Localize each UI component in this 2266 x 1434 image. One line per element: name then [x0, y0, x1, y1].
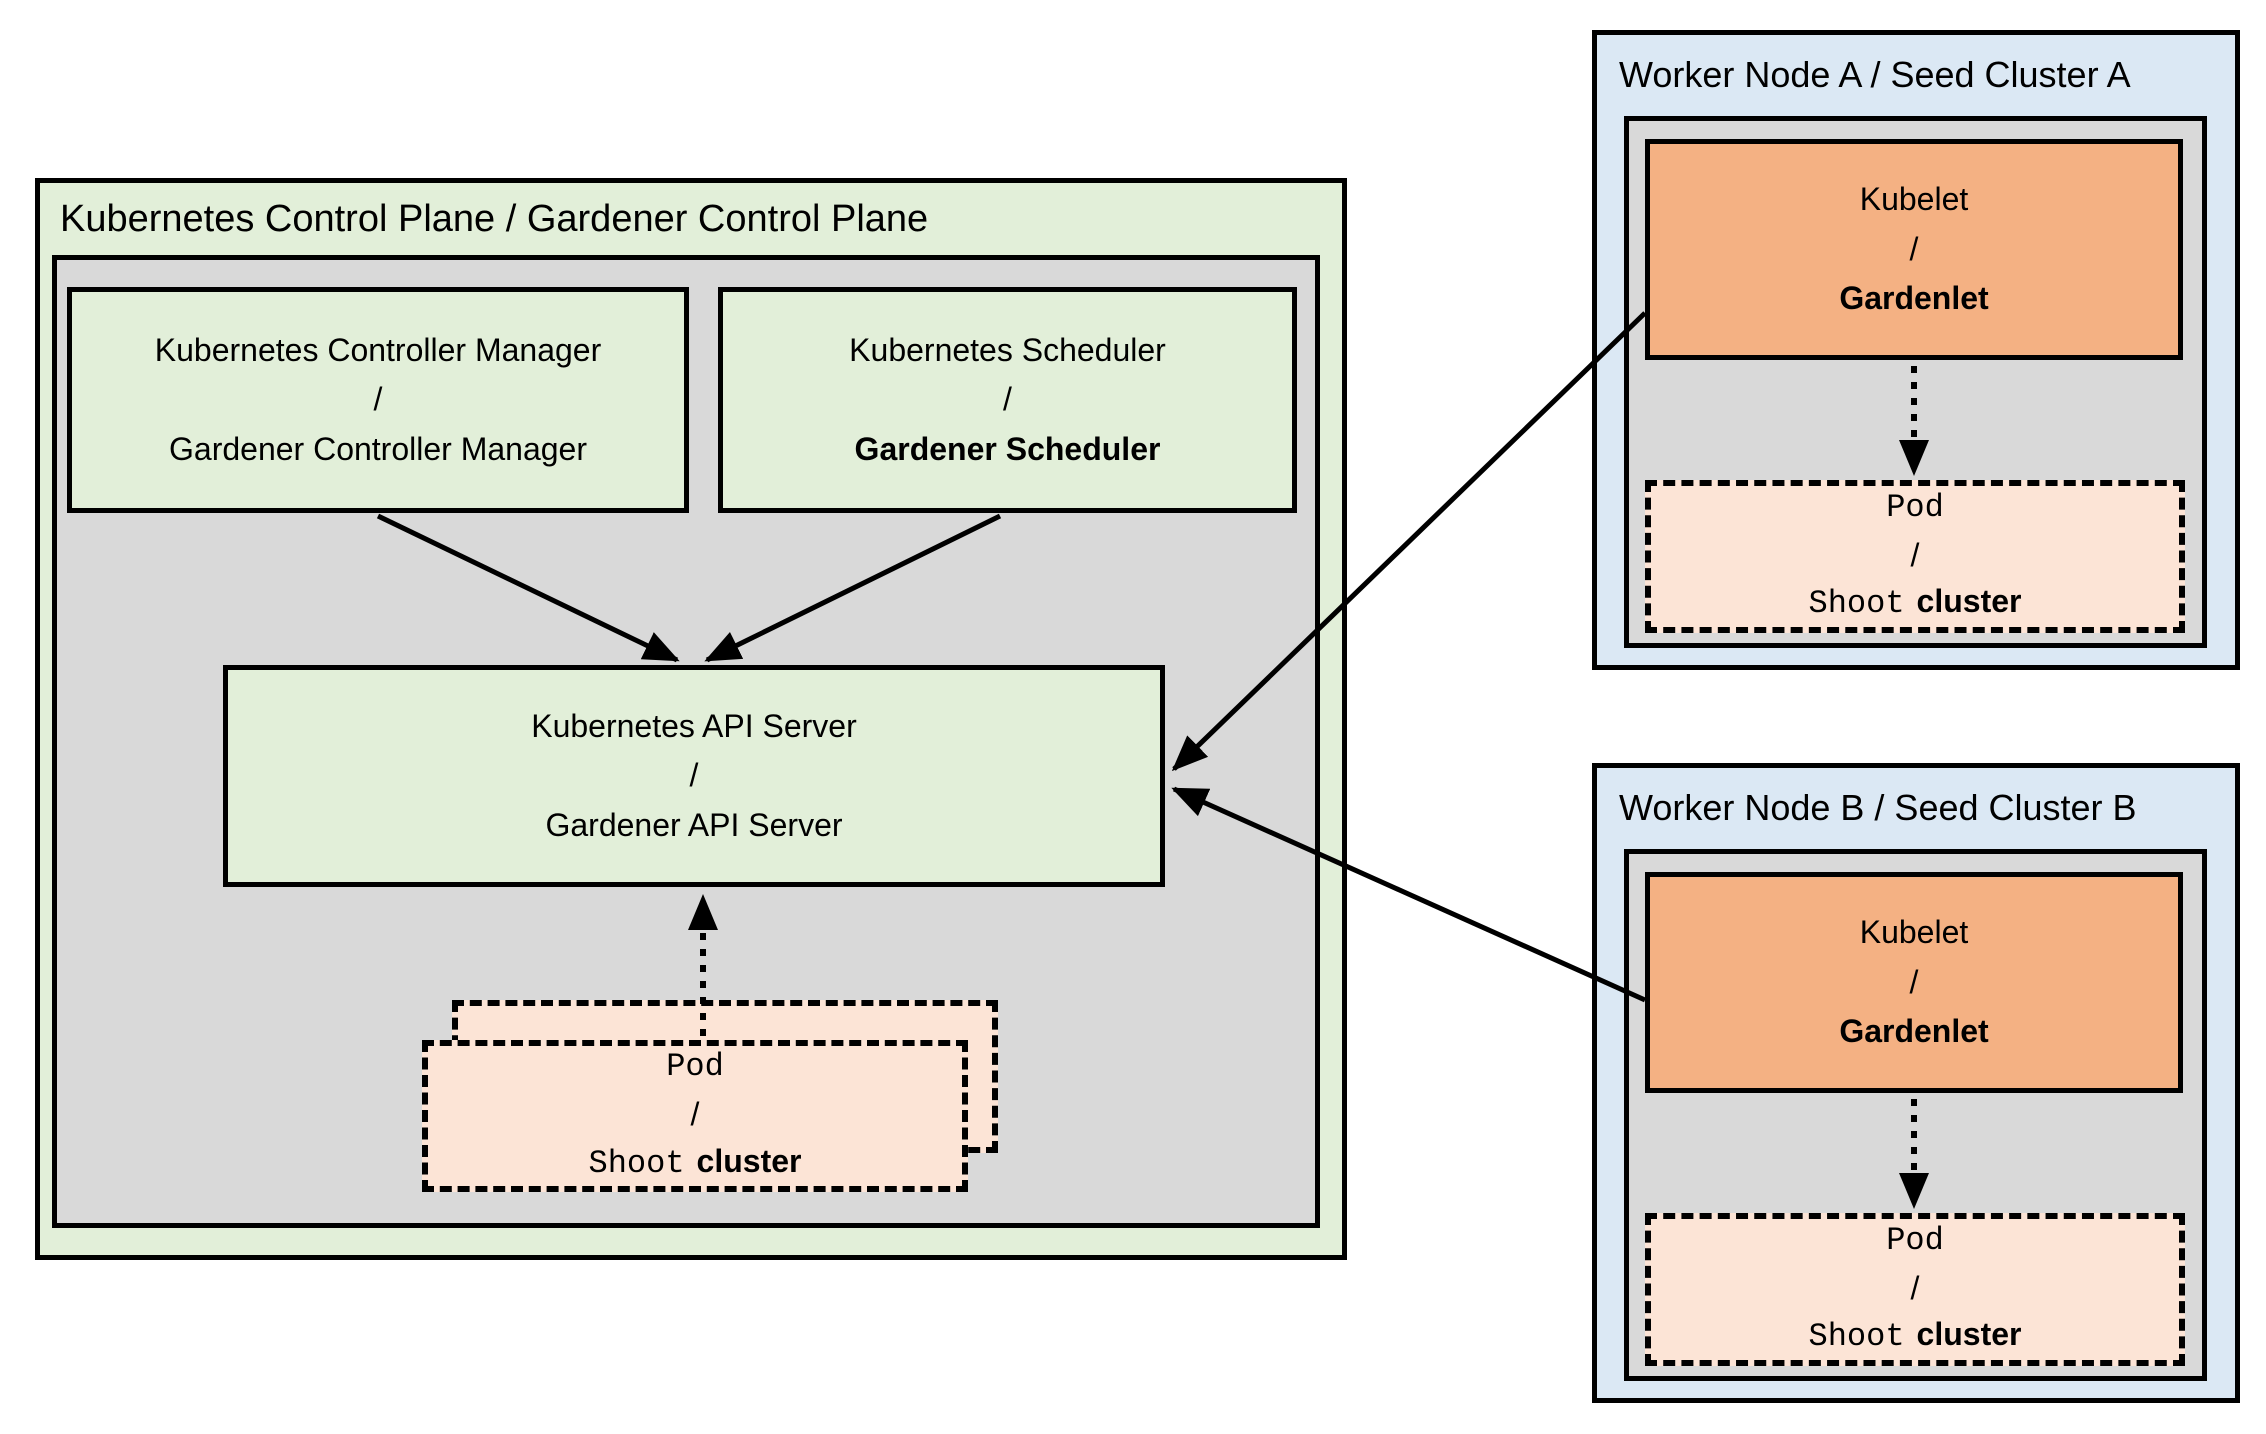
- shoot-b-word: Shoot: [1808, 1318, 1905, 1356]
- worker-node-b-title: Worker Node B / Seed Cluster B: [1619, 787, 2137, 828]
- shoot-cluster-label: Shoot cluster: [589, 1138, 802, 1188]
- shoot-cluster-b-label: Shoot cluster: [1809, 1311, 2022, 1361]
- worker-node-a-inner-panel: Kubelet / Gardenlet Pod / Shoot cluster: [1624, 116, 2207, 648]
- worker-node-b-box: Worker Node B / Seed Cluster B Kubelet /…: [1592, 763, 2240, 1403]
- kubelet-b-box: Kubelet / Gardenlet: [1645, 872, 2183, 1093]
- shoot-a-word: Shoot: [1808, 585, 1905, 623]
- pod-a-label: Pod: [1886, 488, 1944, 526]
- controller-manager-box: Kubernetes Controller Manager / Gardener…: [67, 287, 689, 513]
- kubelet-b-separator: /: [1909, 963, 1919, 1000]
- worker-node-a-title: Worker Node A / Seed Cluster A: [1619, 54, 2131, 95]
- cluster-b-word: cluster: [1916, 1316, 2022, 1353]
- pod-shoot-b-box: Pod / Shoot cluster: [1645, 1213, 2185, 1366]
- pod-shoot-box: Pod / Shoot cluster: [422, 1040, 968, 1192]
- cluster-word: cluster: [696, 1142, 802, 1179]
- api-server-line1: Kubernetes API Server: [531, 707, 857, 744]
- pod-separator: /: [690, 1096, 700, 1133]
- shoot-cluster-a-label: Shoot cluster: [1809, 578, 2022, 628]
- kubelet-a-box: Kubelet / Gardenlet: [1645, 139, 2183, 360]
- control-plane-box: Kubernetes Control Plane / Gardener Cont…: [35, 178, 1347, 1260]
- cluster-a-word: cluster: [1916, 583, 2022, 620]
- pod-label: Pod: [666, 1048, 724, 1086]
- scheduler-line2: Gardener Scheduler: [854, 430, 1161, 467]
- controller-manager-line1: Kubernetes Controller Manager: [154, 331, 602, 368]
- api-server-separator: /: [689, 757, 699, 794]
- scheduler-separator: /: [1003, 381, 1012, 418]
- worker-node-a-box: Worker Node A / Seed Cluster A Kubelet /…: [1592, 30, 2240, 670]
- pod-a-separator: /: [1910, 536, 1920, 573]
- pod-shoot-a-box: Pod / Shoot cluster: [1645, 480, 2185, 633]
- kubelet-a-separator: /: [1909, 230, 1919, 267]
- kubelet-b-line1: Kubelet: [1859, 914, 1969, 951]
- kubelet-b-line2: Gardenlet: [1839, 1013, 1989, 1050]
- control-plane-inner-panel: Kubernetes Controller Manager / Gardener…: [52, 255, 1320, 1228]
- api-server-line2: Gardener API Server: [545, 806, 843, 843]
- scheduler-line1: Kubernetes Scheduler: [849, 331, 1166, 368]
- pod-b-separator: /: [1910, 1269, 1920, 1306]
- shoot-word: Shoot: [588, 1144, 685, 1182]
- worker-node-b-inner-panel: Kubelet / Gardenlet Pod / Shoot cluster: [1624, 849, 2207, 1381]
- kubelet-a-line1: Kubelet: [1859, 181, 1969, 218]
- controller-manager-separator: /: [373, 381, 383, 418]
- api-server-box: Kubernetes API Server / Gardener API Ser…: [223, 665, 1165, 887]
- kubelet-a-line2: Gardenlet: [1839, 280, 1989, 317]
- control-plane-title: Kubernetes Control Plane / Gardener Cont…: [60, 197, 929, 240]
- controller-manager-line2: Gardener Controller Manager: [169, 430, 587, 467]
- pod-b-label: Pod: [1886, 1221, 1944, 1259]
- scheduler-box: Kubernetes Scheduler / Gardener Schedule…: [718, 287, 1297, 513]
